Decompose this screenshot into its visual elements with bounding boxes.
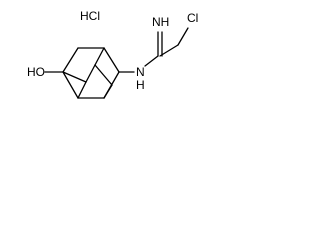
bond-c8-c9 — [94, 64, 113, 86]
amide-hydrogen-label: H — [136, 78, 145, 92]
bond-c11-c12 — [159, 44, 179, 57]
bond-c7-c10 — [77, 81, 87, 99]
bond-c7-c8 — [85, 64, 96, 83]
hcl-salt-label: HCl — [80, 9, 100, 23]
bond-c9-c5 — [103, 84, 113, 99]
amide-nitrogen-label: N — [136, 65, 145, 79]
bond-c3-c4 — [103, 47, 120, 73]
bond-c8-c3 — [94, 47, 105, 66]
adamantane-cage — [62, 47, 120, 99]
structural-formula: HCl HO N H NH Cl — [27, 9, 198, 99]
bond-c6-c1 — [62, 71, 79, 99]
bond-c1-c7 — [62, 71, 87, 83]
hydroxyl-label: HO — [27, 65, 45, 79]
bond-c1-c2 — [62, 47, 79, 73]
imine-label: NH — [152, 15, 169, 29]
bond-c12-cl — [177, 27, 189, 46]
chlorine-label: Cl — [187, 11, 198, 25]
bond-n-c11 — [144, 55, 159, 67]
